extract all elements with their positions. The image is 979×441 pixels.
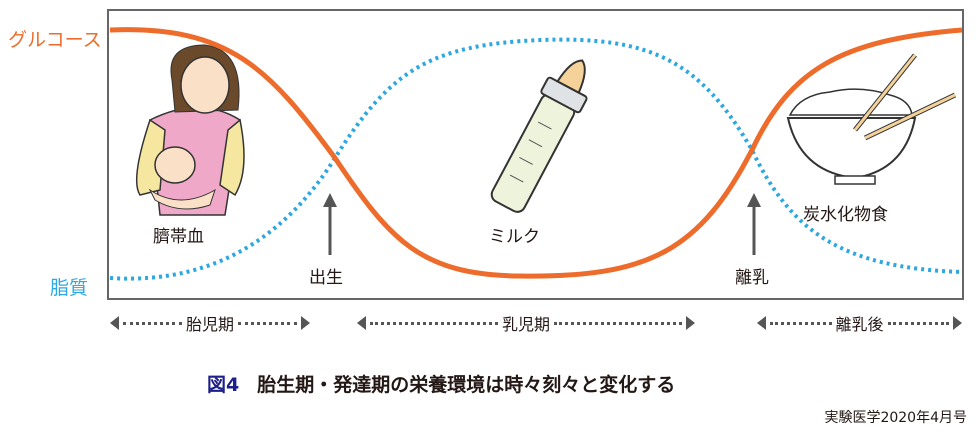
period-label: 胎児期 [186, 315, 235, 334]
glucose-curve [109, 27, 963, 279]
period-label: 乳児期 [502, 315, 551, 334]
lipid-label: 脂質 [50, 277, 89, 299]
source-label: 実験医学2020年4月号 [824, 410, 967, 426]
period-label: 離乳後 [835, 315, 884, 334]
birth-label: 出生 [309, 268, 343, 288]
mother-baby-illustration [135, 44, 245, 216]
weaning-arrow [747, 193, 761, 255]
weaning-label: 離乳 [735, 268, 769, 288]
glucose-label: グルコース [8, 29, 102, 51]
caption-text: 胎生期・発達期の栄養環境は時々刻々と変化する [257, 374, 676, 396]
period-fetal: 胎児期 [110, 312, 311, 334]
caption-number: 図4 [207, 374, 240, 396]
cord-blood-label: 臍帯血 [153, 227, 204, 247]
milk-bottle-illustration [490, 59, 588, 213]
birth-arrow [323, 193, 337, 255]
period-post-weaning: 離乳後 [757, 312, 963, 334]
lipid-curve [109, 37, 963, 281]
figure-caption: 図4 胎生期・発達期の栄養環境は時々刻々と変化する [207, 370, 675, 397]
carb-food-label: 炭水化物食 [803, 205, 888, 225]
period-infant: 乳児期 [357, 312, 696, 334]
diagram-frame [107, 9, 964, 300]
milk-label: ミルク [489, 227, 540, 247]
rice-bowl-illustration [786, 53, 957, 185]
